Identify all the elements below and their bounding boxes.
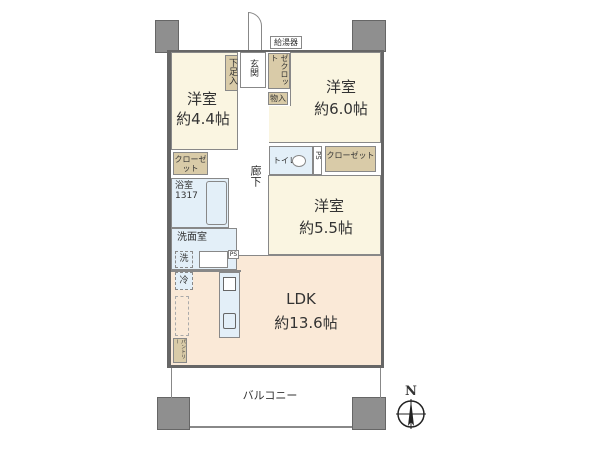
- compass-icon: [396, 399, 426, 429]
- room-western-6-0-ext: [269, 106, 291, 143]
- pillar-top-right: [352, 20, 386, 52]
- pillar-top-left: [155, 20, 179, 53]
- wall-bottom: [167, 365, 384, 368]
- fridge-space: 冷: [175, 272, 193, 290]
- hallway: 廊下: [240, 100, 268, 260]
- toilet-label: トイレ: [273, 156, 297, 165]
- room-name: 洋室: [186, 90, 217, 108]
- room-ldk: LDK 約13.6帖: [171, 255, 381, 365]
- closet-western-5-5: クローゼット: [325, 146, 376, 172]
- room-name: LDK: [286, 290, 316, 308]
- storage: 物入: [268, 92, 288, 105]
- room-western-4-4: 洋室 約4.4帖: [171, 52, 238, 150]
- kitchen-sink: [223, 313, 236, 329]
- room-western-5-5: 洋室 約5.5帖: [268, 175, 381, 255]
- cabinet-space: [175, 296, 189, 336]
- room-name: 洋室: [325, 78, 356, 96]
- water-heater: 給湯器: [270, 36, 302, 49]
- pillar-bottom-right: [352, 397, 386, 430]
- room-western-6-0: 洋室 約6.0帖: [290, 52, 381, 143]
- room-size: 約6.0帖: [314, 100, 368, 118]
- entrance: 玄関: [240, 52, 266, 88]
- kitchen-counter: [219, 272, 240, 338]
- room-size: 約5.5帖: [299, 219, 353, 237]
- wall-right: [381, 50, 384, 368]
- shoe-storage: 下足入: [225, 55, 238, 91]
- hallway-label: 廊下: [249, 165, 262, 187]
- room-size: 約13.6帖: [274, 314, 338, 332]
- stove-icon: [223, 277, 236, 291]
- front-door[interactable]: [248, 12, 262, 50]
- sink: [199, 251, 228, 268]
- pantry: パントリー: [173, 338, 187, 363]
- washroom-label: 洗面室: [177, 232, 207, 243]
- toilet-icon: [292, 155, 306, 167]
- bath-size: 1317: [175, 191, 198, 201]
- closet-western-4-4: クローゼット: [173, 152, 208, 175]
- pillar-bottom-left: [157, 397, 190, 430]
- wall-left: [167, 52, 171, 368]
- pipe-space-toilet: PS: [313, 146, 322, 175]
- entrance-label: 玄関: [248, 59, 258, 77]
- bathroom: 浴室 1317: [171, 178, 229, 228]
- balcony-rail-left: [171, 368, 172, 398]
- toilet: トイレ: [269, 146, 313, 175]
- pipe-space: PS: [228, 250, 239, 259]
- washroom: 洗面室 洗: [171, 228, 237, 270]
- balcony-edge: [190, 426, 352, 428]
- bath-label: 浴室: [175, 181, 194, 191]
- wall-top: [167, 50, 384, 52]
- compass-label: N: [405, 384, 417, 399]
- washer-space: 洗: [175, 251, 193, 268]
- room-size: 約4.4帖: [176, 110, 230, 128]
- room-name: 洋室: [313, 197, 344, 215]
- bathtub: [206, 181, 227, 225]
- entrance-closet: ゼクロット: [268, 53, 290, 89]
- balcony-rail-right: [380, 368, 381, 398]
- balcony-label: バルコニー: [242, 389, 298, 402]
- kitchen-wall: [171, 270, 241, 272]
